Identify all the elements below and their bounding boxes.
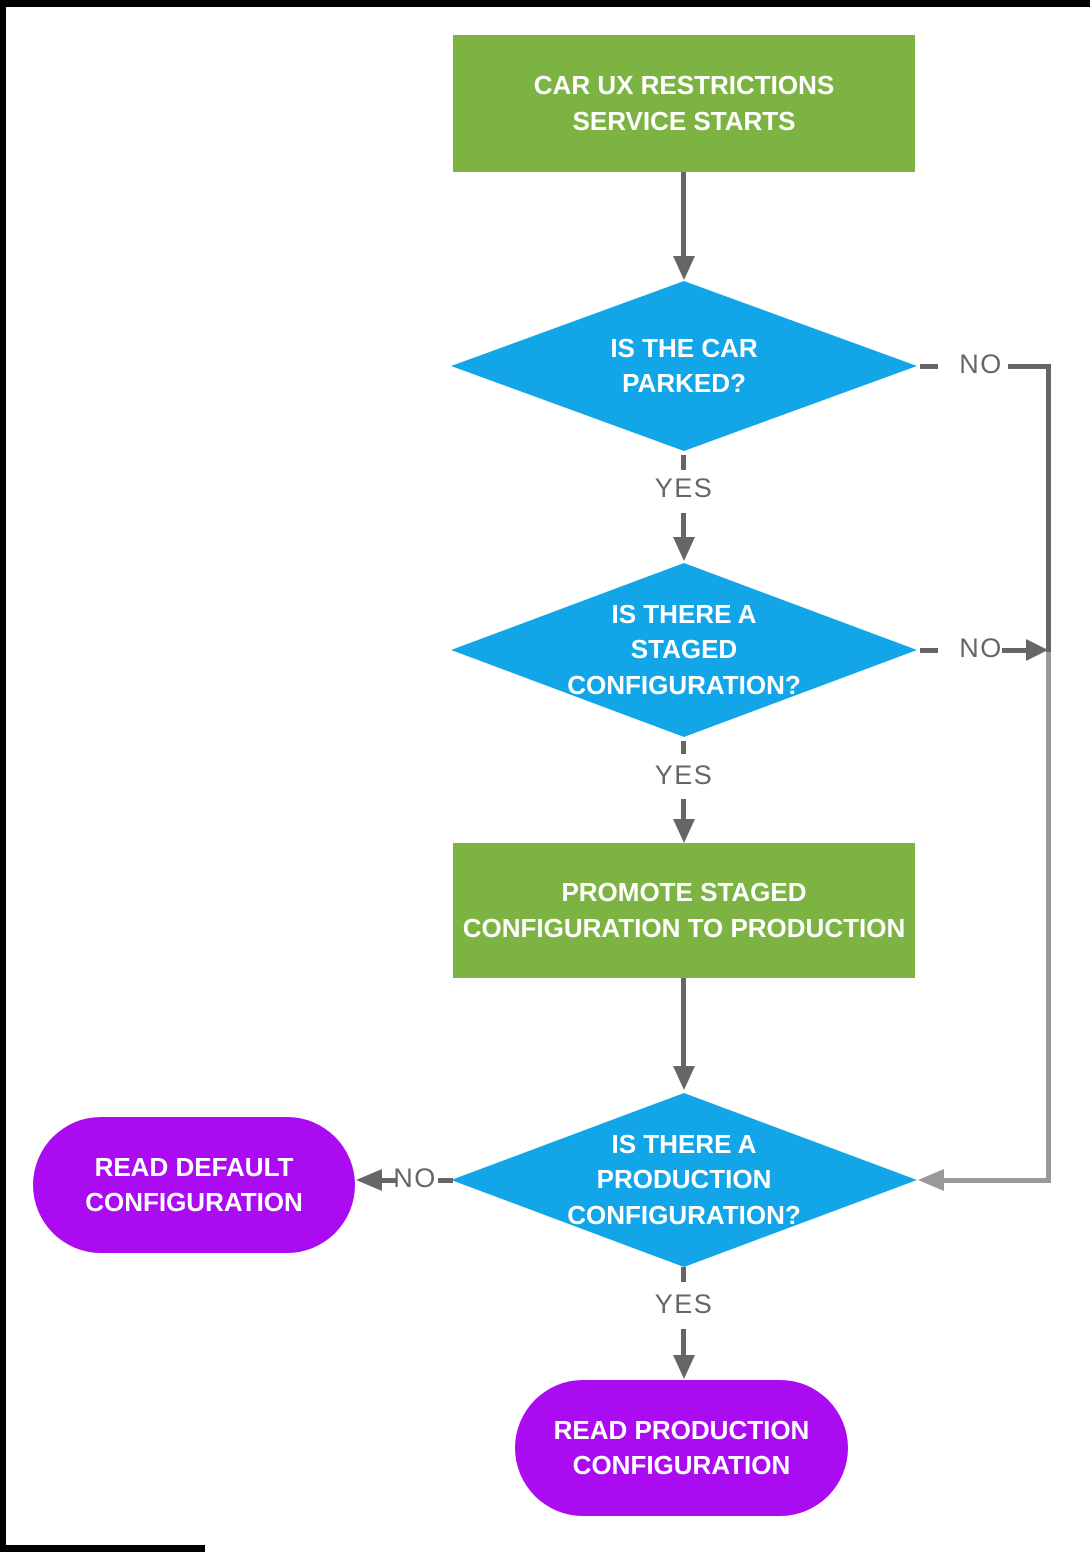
production-no-label: NO: [393, 1163, 437, 1193]
parked-decision-node: IS THE CAR PARKED?: [451, 281, 917, 451]
parked-no-label: NO: [959, 349, 1003, 379]
production-yes-label: YES: [654, 1289, 714, 1319]
parked-yes-label: YES: [654, 473, 714, 503]
arrow-start-to-parked: [681, 172, 686, 256]
arrowhead-down-icon: [673, 537, 695, 561]
parked-decision-label: IS THE CAR PARKED?: [610, 332, 758, 398]
staged-no-label: NO: [959, 633, 1003, 663]
parked-no-stub: [920, 364, 938, 369]
read-default-node: READ DEFAULT CONFIGURATION: [33, 1117, 355, 1253]
arrowhead-down-icon: [673, 1066, 695, 1090]
right-route-vertical-upper: [1046, 364, 1051, 652]
staged-yes-stub: [681, 741, 686, 754]
read-production-node: READ PRODUCTION CONFIGURATION: [515, 1380, 848, 1516]
production-yes-stub: [681, 1267, 686, 1282]
arrowhead-down-icon: [673, 256, 695, 280]
production-yes-line: [681, 1329, 686, 1355]
frame-left-edge: [0, 0, 6, 1552]
staged-decision-node: IS THERE A STAGED CONFIGURATION?: [451, 563, 917, 737]
parked-yes-stub: [681, 455, 686, 470]
staged-decision-label: IS THERE A STAGED CONFIGURATION?: [567, 599, 801, 700]
arrow-promote-to-production: [681, 978, 686, 1066]
production-no-stub: [438, 1178, 453, 1183]
arrowhead-left-icon: [356, 1169, 382, 1191]
right-route-vertical-lower: [1046, 652, 1051, 1183]
start-node: CAR UX RESTRICTIONS SERVICE STARTS: [453, 35, 915, 172]
production-no-line: [382, 1178, 396, 1183]
production-decision-node: IS THERE A PRODUCTION CONFIGURATION?: [451, 1093, 917, 1267]
frame-bottom-edge: [0, 1545, 205, 1552]
staged-yes-label: YES: [654, 760, 714, 790]
read-production-label: READ PRODUCTION CONFIGURATION: [553, 1414, 810, 1480]
staged-no-line: [1002, 648, 1026, 653]
frame-top-edge: [0, 0, 1090, 7]
arrowhead-down-icon: [673, 1355, 695, 1379]
start-node-label: CAR UX RESTRICTIONS SERVICE STARTS: [533, 70, 835, 136]
parked-no-line: [1008, 364, 1051, 369]
staged-yes-line: [681, 799, 686, 821]
production-decision-label: IS THERE A PRODUCTION CONFIGURATION?: [567, 1129, 801, 1230]
parked-yes-line: [681, 513, 686, 537]
right-route-horizontal: [944, 1178, 1051, 1183]
arrowhead-down-icon: [673, 819, 695, 843]
promote-node-label: PROMOTE STAGED CONFIGURATION TO PRODUCTI…: [462, 877, 906, 943]
read-default-label: READ DEFAULT CONFIGURATION: [85, 1151, 303, 1217]
staged-no-stub: [920, 648, 938, 653]
arrowhead-right-icon: [1026, 639, 1048, 661]
promote-node: PROMOTE STAGED CONFIGURATION TO PRODUCTI…: [453, 843, 915, 978]
arrowhead-left-icon: [918, 1169, 944, 1191]
